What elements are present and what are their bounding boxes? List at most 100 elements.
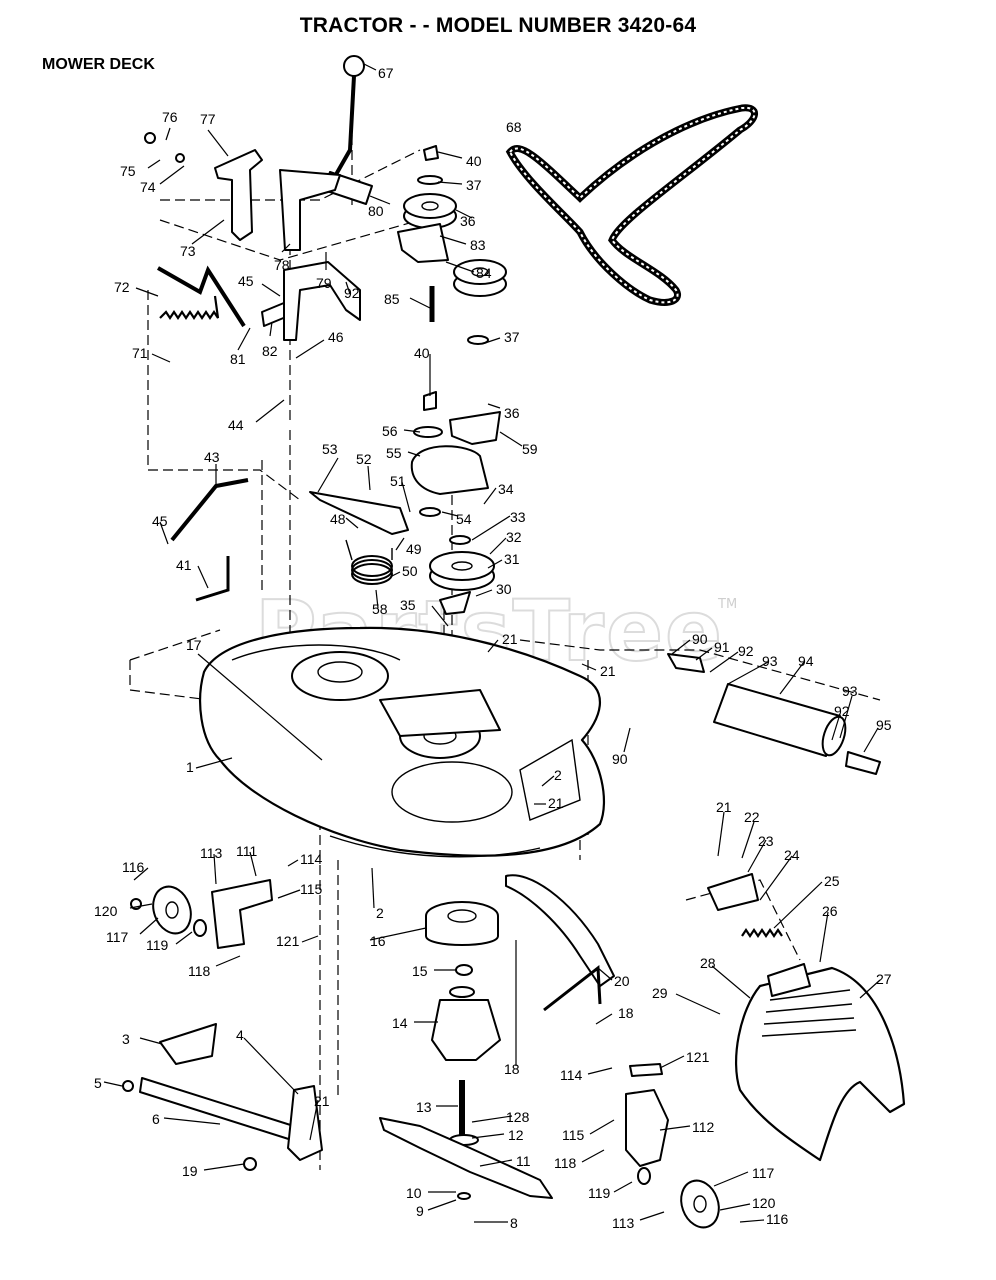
callout: 9	[416, 1203, 424, 1219]
callout: 91	[714, 639, 730, 655]
spindle-pulley	[429, 535, 495, 615]
callout: 28	[700, 955, 716, 971]
callout: 92	[738, 643, 754, 659]
callout: 58	[372, 601, 388, 617]
callout: 13	[416, 1099, 432, 1115]
callout: 44	[228, 417, 244, 433]
callout: 120	[94, 903, 118, 919]
callout: 54	[456, 511, 472, 527]
callout: 15	[412, 963, 428, 979]
chute-spring	[741, 928, 783, 938]
deck-link-rod	[170, 478, 249, 542]
callout: 119	[588, 1185, 611, 1201]
callout: 128	[506, 1109, 530, 1125]
lift-lever	[279, 55, 373, 251]
callout: 95	[876, 717, 892, 733]
callout: 31	[504, 551, 520, 567]
callout: 32	[506, 529, 522, 545]
callout: 55	[386, 445, 402, 461]
callout: 21	[600, 663, 616, 679]
mower-blade	[379, 1117, 553, 1199]
callout: 116	[122, 859, 145, 875]
callout: 71	[132, 345, 148, 361]
callout: 41	[176, 557, 192, 573]
callout: 21	[716, 799, 732, 815]
callout: 18	[618, 1005, 634, 1021]
callout: 4	[236, 1027, 244, 1043]
callout: 49	[406, 541, 422, 557]
assembly-guide-lines	[129, 90, 881, 1170]
callout: 75	[120, 163, 136, 179]
callout: 90	[692, 631, 708, 647]
section-title: MOWER DECK	[42, 56, 155, 73]
callout: 2	[554, 767, 562, 783]
baffle-arm	[543, 965, 602, 1012]
upper-idler-pulley	[397, 145, 457, 322]
callout: 52	[356, 451, 372, 467]
callout: 114	[300, 851, 323, 867]
callout: 17	[186, 637, 202, 653]
callout: 10	[406, 1185, 422, 1201]
callout: 73	[180, 243, 196, 259]
callout: 43	[204, 449, 220, 465]
page-title: TRACTOR - - MODEL NUMBER 3420-64	[299, 14, 697, 37]
callout: 74	[140, 179, 156, 195]
callout: 36	[460, 213, 476, 229]
anti-scalp-roller	[667, 653, 881, 775]
chute-bracket	[707, 873, 759, 911]
deck-hanger-bracket	[283, 261, 361, 341]
callout: 82	[262, 343, 278, 359]
callout: 121	[686, 1049, 710, 1065]
callout: 6	[152, 1111, 160, 1127]
callout: 21	[314, 1093, 330, 1109]
callout: 115	[562, 1127, 585, 1143]
callout: 120	[752, 1195, 776, 1211]
callout: 2	[376, 905, 384, 921]
callout: 1	[186, 759, 194, 775]
center-pulley-assembly	[413, 259, 507, 445]
callout: 84	[476, 265, 492, 281]
washer-54	[419, 507, 441, 517]
callout: 92	[834, 703, 850, 719]
callout: 68	[506, 119, 522, 135]
idler-bracket-arm	[309, 491, 409, 535]
lift-rod	[157, 265, 246, 328]
callout: 115	[300, 881, 323, 897]
callout: 14	[392, 1015, 408, 1031]
callout: 116	[766, 1211, 789, 1227]
callout: 93	[842, 683, 858, 699]
callout: 53	[322, 441, 338, 457]
callout: 40	[414, 345, 430, 361]
callout: 40	[466, 153, 482, 169]
callout: 22	[744, 809, 760, 825]
callout: 80	[368, 203, 384, 219]
callout: 113	[200, 845, 223, 861]
callout: 21	[502, 631, 518, 647]
callout: 48	[330, 511, 346, 527]
front-hanger-assembly	[122, 1023, 323, 1171]
callout: 79	[316, 275, 332, 291]
callout: 19	[182, 1163, 198, 1179]
callout: 67	[378, 65, 394, 81]
rear-gauge-wheel-right	[625, 1063, 720, 1229]
callout: 117	[752, 1165, 775, 1181]
callout: 27	[876, 971, 892, 987]
callout: 59	[522, 441, 538, 457]
front-gauge-wheel-left	[130, 879, 273, 949]
deck-link-41	[195, 556, 230, 602]
callout: 5	[94, 1075, 102, 1091]
callout: 46	[328, 329, 344, 345]
callout: 114	[560, 1067, 583, 1083]
callout: 113	[612, 1215, 635, 1231]
drive-belt	[505, 104, 758, 306]
callout: 30	[496, 581, 512, 597]
callout: 83	[470, 237, 486, 253]
deck-baffle	[505, 874, 615, 987]
callout: 72	[114, 279, 130, 295]
callout: 23	[758, 833, 774, 849]
callout: 35	[400, 597, 416, 613]
callout: 45	[152, 513, 168, 529]
callout: 118	[554, 1155, 577, 1171]
callout: 56	[382, 423, 398, 439]
